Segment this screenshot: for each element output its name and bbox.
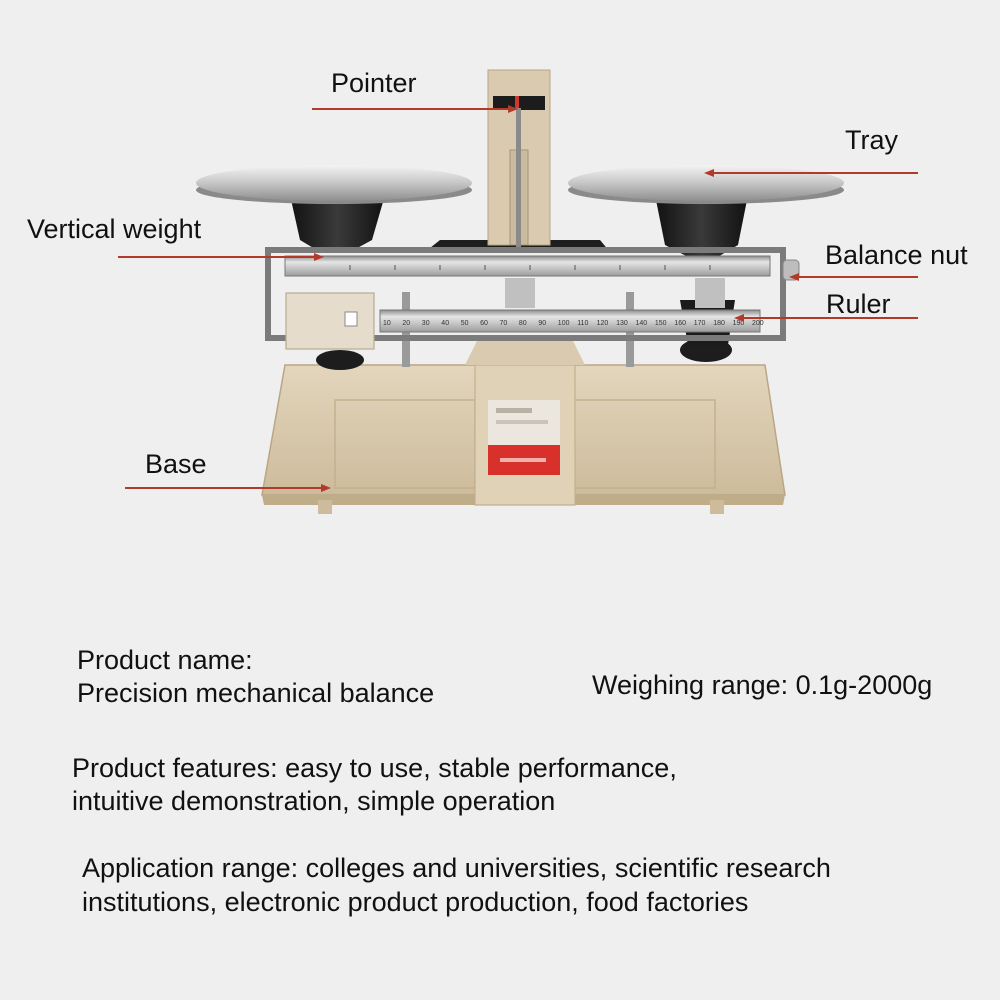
ruler-tick-label: 80 — [519, 320, 527, 327]
right-cup — [655, 195, 748, 258]
callout-pointer: Pointer — [331, 68, 417, 98]
ruler-tick-label: 190 — [733, 320, 745, 327]
callout-ruler: Ruler — [826, 289, 891, 319]
callout-base: Base — [145, 449, 207, 479]
ruler-tick-label: 30 — [422, 320, 430, 327]
balance-illustration: 10 20 30 40 50 60 70 80 90 100 110 120 130 140 150 160 1… — [118, 69, 918, 514]
left-tray — [196, 165, 472, 204]
right-tray — [568, 165, 844, 204]
ruler-tick-label: 100 — [558, 320, 570, 327]
callout-tray: Tray — [845, 125, 898, 155]
ruler-tick-label: 90 — [538, 320, 546, 327]
rider-weight — [285, 292, 375, 350]
ruler-tick-label: 40 — [441, 320, 449, 327]
ruler-tick-label: 130 — [616, 320, 628, 327]
ruler-tick-label: 200 — [752, 320, 764, 327]
product-name-heading: Product name: — [77, 645, 253, 675]
ruler-tick-label: 110 — [577, 320, 588, 327]
pointer-column — [425, 69, 610, 252]
application-line-2: institutions, electronic product product… — [82, 887, 749, 917]
product-name-value: Precision mechanical balance — [77, 678, 435, 708]
left-cup — [290, 195, 385, 252]
ruler-tick-label: 70 — [500, 320, 508, 327]
features-line-2: intuitive demonstration, simple operatio… — [72, 786, 556, 816]
left-foot-knob — [316, 350, 364, 370]
features-line-1: Product features: easy to use, stable pe… — [72, 753, 677, 783]
ruler-tick-label: 120 — [597, 320, 609, 327]
ruler-tick-label: 10 — [383, 320, 391, 327]
beam-frame — [265, 247, 800, 341]
product-sticker — [488, 400, 560, 475]
weighing-range: Weighing range: 0.1g-2000g — [592, 670, 933, 700]
ruler-tick-label: 170 — [694, 320, 706, 327]
callout-arrows — [118, 105, 918, 492]
ruler-tick-label: 50 — [461, 320, 469, 327]
callout-balance-nut: Balance nut — [825, 240, 968, 270]
ruler-tick-label: 160 — [674, 320, 686, 327]
ruler-tick-label: 140 — [636, 320, 648, 327]
application-line-1: Application range: colleges and universi… — [82, 853, 831, 883]
ruler-tick-label: 20 — [402, 320, 410, 327]
upper-beam-ticks — [349, 265, 711, 270]
ruler-tick-label: 150 — [655, 320, 667, 327]
ruler-tick-labels: 10 20 30 40 50 60 70 80 90 100 110 120 130 140 150 160 1… — [383, 320, 764, 327]
ruler-tick-label: 60 — [480, 320, 488, 327]
callout-vertical-weight: Vertical weight — [27, 214, 202, 244]
ruler-tick-label: 180 — [713, 320, 725, 327]
